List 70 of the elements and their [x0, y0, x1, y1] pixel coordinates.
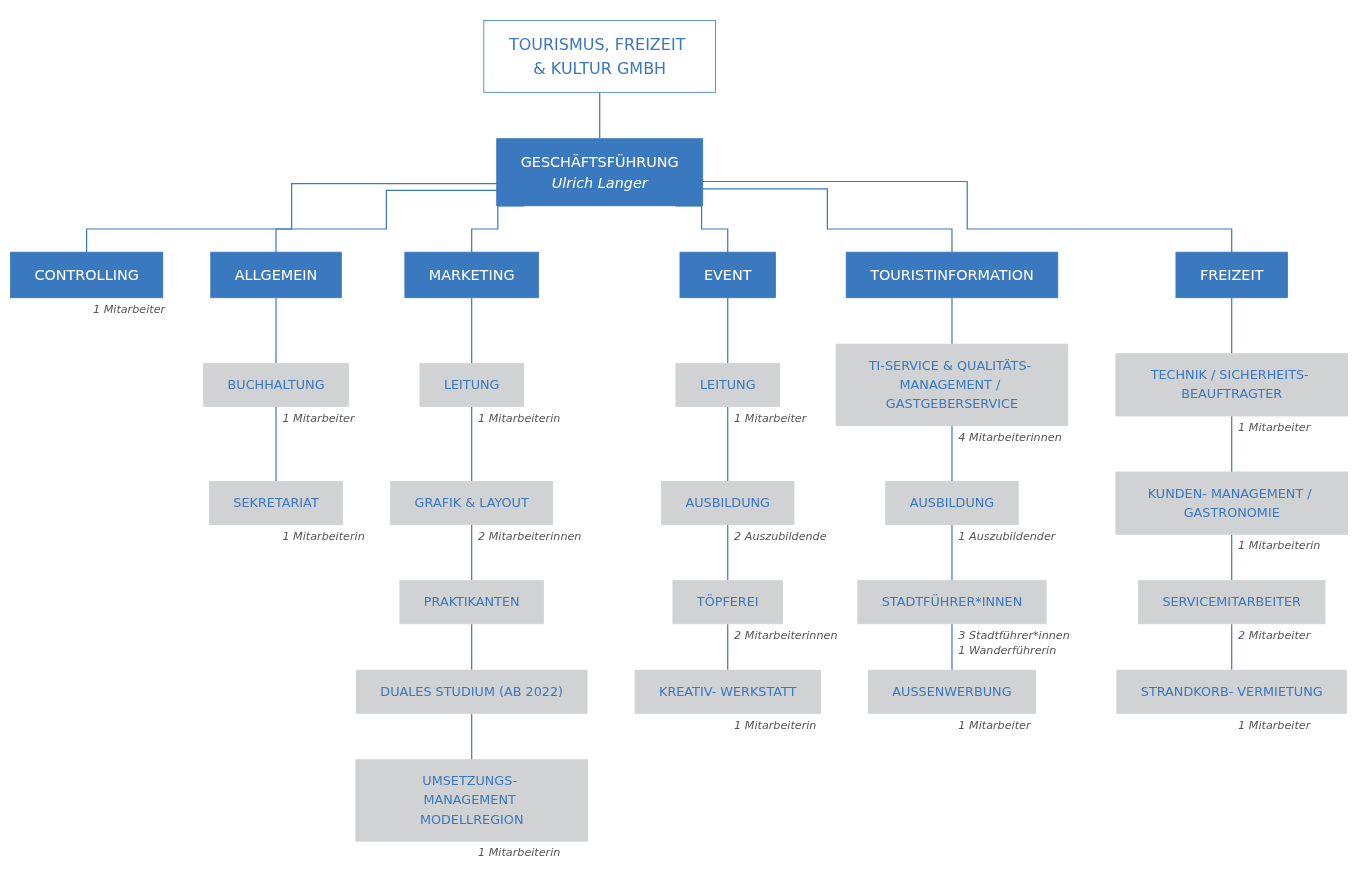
node-box: TOURISMUS, FREIZEIT & KULTUR GMBH [482, 19, 716, 93]
staff-count: 4 Mitarbeiterinnen [957, 430, 1062, 444]
node-box: SERVICEMITARBEITER [1137, 580, 1325, 624]
connector [950, 523, 953, 582]
staff-count: 2 Mitarbeiter [1237, 628, 1310, 642]
connector [950, 623, 953, 671]
staff-count: 1 Mitarbeiter [957, 718, 1030, 732]
node-box: DUALES STUDIUM (AB 2022) [355, 669, 587, 714]
node-box: ALLGEMEIN [209, 251, 342, 298]
connector [274, 405, 277, 482]
connector [726, 523, 728, 582]
staff-count: 1 Mitarbeiter [1237, 421, 1310, 434]
connector [470, 712, 472, 761]
node-box: AUSBILDUNG [660, 480, 794, 525]
node-box: PRAKTIKANTEN [398, 580, 544, 624]
node-box: AUSSENWERBUNG [867, 669, 1036, 714]
node-box: EVENT [679, 251, 776, 298]
node-box: BUCHHALTUNG [202, 362, 349, 407]
staff-count: 2 Mitarbeiterinnen [477, 529, 581, 543]
connector [1230, 296, 1232, 355]
node-box: GESCHÄFTSFÜHRUNG Ulrich Langer [495, 138, 703, 206]
node-box: LEITUNG [675, 362, 780, 407]
staff-count: 1 Mitarbeiterin [477, 846, 560, 860]
connector [470, 296, 472, 364]
connector [470, 405, 472, 482]
node-box: CONTROLLING [9, 251, 163, 298]
connector [470, 623, 472, 671]
node-box: STRANDKORB- VERMIETUNG [1115, 669, 1347, 714]
node-box: MARKETING [403, 251, 539, 298]
staff-count: 1 Mitarbeiter [733, 411, 806, 425]
connector [1230, 623, 1232, 671]
connector [1230, 533, 1232, 582]
staff-count: 2 Mitarbeiterinnen [733, 628, 837, 642]
node-box: TÖPFEREI [671, 580, 783, 624]
staff-count: 1 Mitarbeiter [92, 302, 165, 316]
node-box: STADTFÜHRER*INNEN [856, 580, 1047, 624]
staff-count: 1 Mitarbeiter [1237, 718, 1310, 732]
node-box: UMSETZUNGS- MANAGEMENT MODELLREGION [354, 759, 588, 842]
node-box: SEKRETARIAT [208, 480, 343, 525]
staff-count: 2 Auszubildende [733, 529, 827, 543]
node-box: KREATIV- WERKSTATT [634, 669, 821, 714]
staff-count: 1 Auszubildender [957, 529, 1055, 543]
connector [274, 296, 277, 364]
node-box: FREIZEIT [1175, 251, 1288, 298]
connector [701, 188, 953, 253]
connector [726, 405, 728, 482]
connector [726, 296, 728, 364]
node-box: LEITUNG [419, 362, 524, 407]
connector [950, 424, 953, 482]
connector [726, 623, 728, 671]
connector [470, 523, 472, 582]
staff-count: 1 Mitarbeiterin [733, 718, 816, 732]
connector [598, 91, 600, 140]
staff-count: 3 Stadtführer*innen [957, 628, 1070, 642]
node-box: TI-SERVICE & QUALITÄTS- MANAGEMENT / GASTGEBERSERVICE [835, 343, 1068, 426]
node-box: GRAFIK & LAYOUT [389, 480, 553, 525]
staff-count: 1 Mitarbeiterin [1237, 539, 1320, 553]
staff-count: 1 Mitarbeiterin [477, 411, 560, 425]
node-box: TOURISTINFORMATION [845, 251, 1058, 298]
staff-count: 1 Wanderführerin [957, 644, 1056, 657]
connector [950, 296, 953, 345]
connector [701, 180, 1232, 253]
node-box: TECHNIK / SICHERHEITS- BEAUFTRAGTER [1114, 353, 1348, 417]
connector [85, 182, 497, 253]
node-box: AUSBILDUNG [884, 480, 1019, 525]
connector [1230, 415, 1232, 473]
staff-count: 1 Mitarbeiter [281, 411, 355, 425]
node-box: KUNDEN- MANAGEMENT / GASTRONOMIE [1114, 471, 1348, 535]
connector [274, 189, 497, 253]
staff-count: 1 Mitarbeiterin [281, 529, 365, 543]
